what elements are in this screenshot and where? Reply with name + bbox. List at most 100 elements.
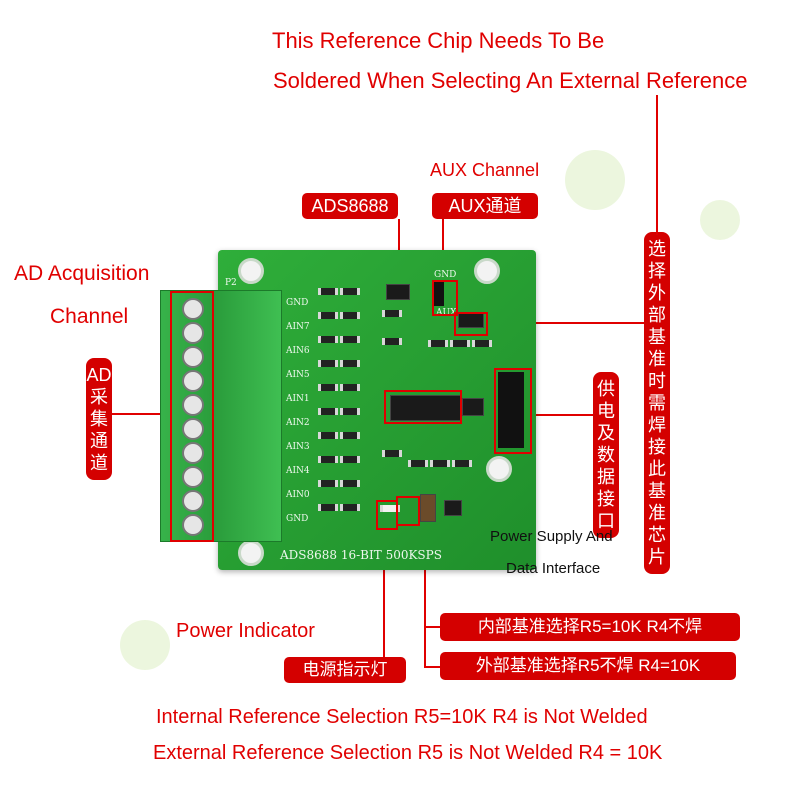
silk-pin-label: AIN5 [286,370,310,380]
line-r4-horizontal [424,666,440,668]
background-bubble [565,150,625,210]
mount-hole [474,258,500,284]
internal-ref-cn-tag: 内部基准选择R5=10K R4不焊 [440,613,740,641]
line-ext-ref-vertical [656,95,658,235]
smd-resistor [340,480,360,487]
terminal-screw [182,346,204,368]
smd-resistor [318,360,338,367]
smd-capacitor [428,340,448,347]
power-led [380,505,400,512]
screw-terminal-block [160,290,282,542]
silk-p2: P2 [225,278,237,288]
ad-acquisition-label: AD Acquisition [14,262,150,285]
terminal-screw [182,466,204,488]
silk-pin-label: AIN6 [286,346,310,356]
smd-resistor [340,312,360,319]
highlight-led [376,500,398,530]
terminal-screw [182,490,204,512]
terminal-screw [182,442,204,464]
smd-capacitor [408,460,428,467]
aux-pin-header [432,282,444,306]
silk-pin-label: GND [286,514,309,524]
ads8688-chip [390,395,462,421]
terminal-screw [182,298,204,320]
silk-gnd-aux: GND [434,270,457,280]
terminal-screw [182,394,204,416]
electrolytic-cap [420,494,436,522]
regulator-chip [444,500,462,516]
top-caption-line1: This Reference Chip Needs To Be [272,28,605,53]
terminal-screw [182,418,204,440]
smd-resistor [340,384,360,391]
power-indicator-label: Power Indicator [176,620,315,642]
mount-hole [486,456,512,482]
smd-capacitor [382,310,402,317]
background-bubble [700,200,740,240]
smd-resistor [340,456,360,463]
small-ic [462,398,484,416]
line-refchip-horizontal [484,322,644,324]
background-bubble [120,620,170,670]
power-supply-label-line1: Power Supply And [490,528,613,545]
external-ref-cn-tag: 外部基准选择R5不焊 R4=10K [440,652,736,680]
aux-channel-cn-tag: AUX通道 [432,193,538,219]
aux-channel-label: AUX Channel [430,160,540,180]
smd-resistor [318,336,338,343]
line-r5-vertical [424,500,426,668]
ad-channel-cn-tag: AD采集通道 [86,358,112,480]
silk-pin-label: GND [286,298,309,308]
smd-resistor [318,408,338,415]
highlight-refchip [454,312,488,336]
silk-pin-label: AIN2 [286,418,310,428]
mount-hole [238,258,264,284]
silk-board-title: ADS8688 16-BIT 500KSPS [280,548,442,562]
smd-resistor [340,408,360,415]
highlight-terminal [170,291,214,542]
smd-resistor [340,432,360,439]
highlight-r5r4 [396,496,420,526]
silk-pin-label: AIN4 [286,466,310,476]
power-supply-label-line2: Data Interface [506,560,601,577]
highlight-aux [432,280,458,316]
smd-capacitor [452,460,472,467]
smd-resistor [318,384,338,391]
ext-ref-chip-cn-tag: 选择外部基准时需焊接此基准芯片 [644,232,670,574]
smd-capacitor [430,460,450,467]
terminal-screw [182,370,204,392]
bottom-caption-line2: External Reference Selection R5 is Not W… [153,742,663,764]
smd-resistor [318,480,338,487]
smd-capacitor [382,338,402,345]
smd-resistor [318,432,338,439]
terminal-screw [182,322,204,344]
line-power-led-vertical [383,525,385,670]
silk-pin-label: AIN0 [286,490,310,500]
smd-resistor [318,504,338,511]
smd-resistor [340,360,360,367]
highlight-chip [384,390,462,424]
smd-capacitor [450,340,470,347]
power-indicator-cn-tag: 电源指示灯 [284,657,406,683]
smd-resistor [340,336,360,343]
smd-resistor [318,288,338,295]
smd-resistor [318,312,338,319]
line-ad-channel-horizontal [112,413,162,415]
u3-chip [386,284,410,300]
line-power-horizontal [527,414,593,416]
top-caption-line2: Soldered When Selecting An External Refe… [273,68,748,93]
mount-hole [238,540,264,566]
silk-pin-label: AIN7 [286,322,310,332]
line-r5-horizontal [424,626,440,628]
power-data-cn-tag: 供电及数据接口 [593,372,619,538]
channel-label: Channel [50,305,129,328]
smd-capacitor [382,450,402,457]
smd-resistor [340,288,360,295]
smd-resistor [340,504,360,511]
bottom-caption-line1: Internal Reference Selection R5=10K R4 i… [156,706,648,728]
smd-resistor [318,456,338,463]
silk-aux: AUX [436,308,457,318]
terminal-screw [182,514,204,536]
silk-pin-label: AIN3 [286,442,310,452]
power-data-pin-header [498,372,524,448]
smd-capacitor [472,340,492,347]
ads8688-tag: ADS8688 [302,193,398,219]
